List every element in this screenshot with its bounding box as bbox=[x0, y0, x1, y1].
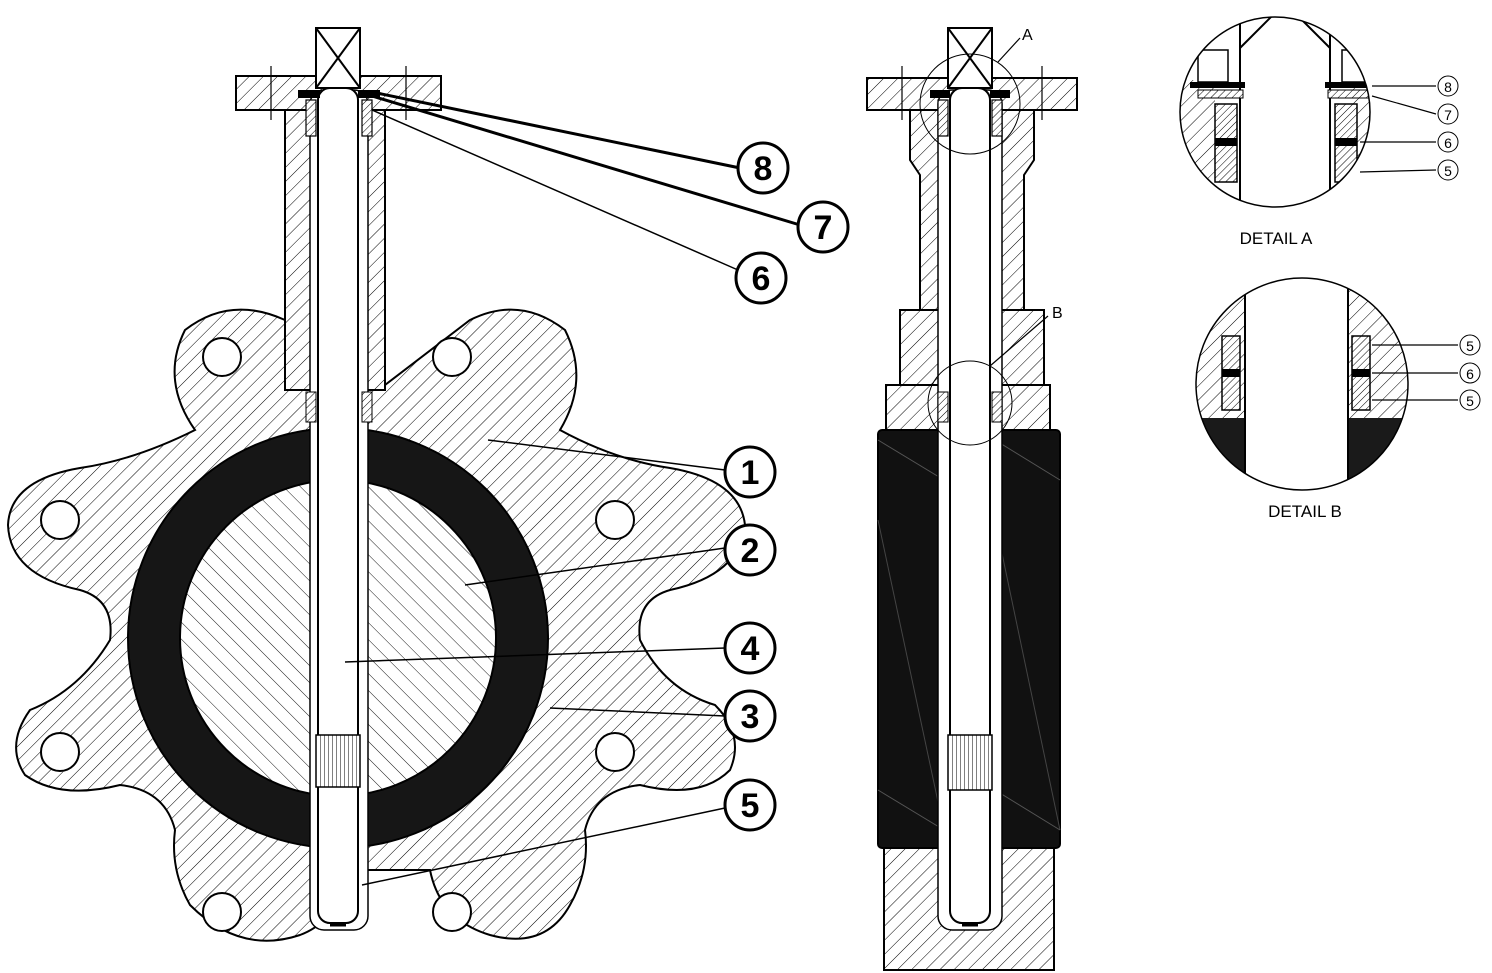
callout-8-label: 8 bbox=[754, 150, 773, 188]
callout-5: 5 bbox=[723, 778, 777, 832]
callout-7: 7 bbox=[796, 200, 850, 254]
side-section-view: A B bbox=[866, 27, 1078, 971]
front-view bbox=[6, 27, 747, 942]
detail-b-marker-label: B bbox=[1052, 305, 1063, 322]
callout-3: 3 bbox=[723, 689, 777, 743]
lug-holes bbox=[40, 337, 635, 932]
detail-a-label-6-text: 6 bbox=[1444, 135, 1452, 151]
stem-packing bbox=[298, 90, 380, 423]
detail-a-label-5-text: 5 bbox=[1444, 163, 1452, 179]
detail-a-label-8: 8 bbox=[1437, 75, 1459, 97]
detail-b-caption: DETAIL B bbox=[1268, 502, 1342, 521]
callout-2: 2 bbox=[723, 523, 777, 577]
callout-8: 8 bbox=[736, 141, 790, 195]
leader-lines bbox=[344, 90, 801, 886]
detail-a-label-7: 7 bbox=[1437, 103, 1459, 125]
detail-a-label-5: 5 bbox=[1437, 159, 1459, 181]
callout-2-label: 2 bbox=[741, 532, 760, 570]
callout-7-label: 7 bbox=[814, 209, 833, 247]
detail-a-label-8-text: 8 bbox=[1444, 79, 1452, 95]
callout-3-label: 3 bbox=[741, 698, 760, 736]
detail-b-label-6: 6 bbox=[1459, 362, 1481, 384]
callouts: 8 7 6 1 2 4 3 5 bbox=[723, 141, 850, 832]
callout-5-label: 5 bbox=[741, 787, 760, 825]
detail-a: 8 7 6 5 DETAIL A bbox=[1179, 16, 1459, 248]
detail-a-label-7-text: 7 bbox=[1444, 107, 1452, 123]
detail-b-label-5-top: 5 bbox=[1459, 334, 1481, 356]
detail-b-label-5-top-text: 5 bbox=[1466, 338, 1474, 354]
detail-a-label-6: 6 bbox=[1437, 131, 1459, 153]
detail-a-caption: DETAIL A bbox=[1240, 229, 1313, 248]
detail-b-label-5-bottom-text: 5 bbox=[1466, 393, 1474, 409]
detail-b-label-5-bottom: 5 bbox=[1459, 389, 1481, 411]
callout-4: 4 bbox=[723, 621, 777, 675]
detail-a-marker-circle bbox=[919, 53, 1021, 155]
callout-1: 1 bbox=[723, 445, 777, 499]
detail-b-marker-circle bbox=[927, 360, 1013, 446]
detail-a-marker-label: A bbox=[1022, 27, 1033, 44]
callout-4-label: 4 bbox=[741, 630, 760, 668]
callout-6-label: 6 bbox=[752, 260, 771, 298]
stem bbox=[315, 27, 361, 927]
detail-b: 5 6 5 DETAIL B bbox=[1195, 277, 1481, 521]
callout-6: 6 bbox=[734, 251, 788, 305]
callout-1-label: 1 bbox=[741, 454, 760, 492]
detail-b-label-6-text: 6 bbox=[1466, 366, 1474, 382]
